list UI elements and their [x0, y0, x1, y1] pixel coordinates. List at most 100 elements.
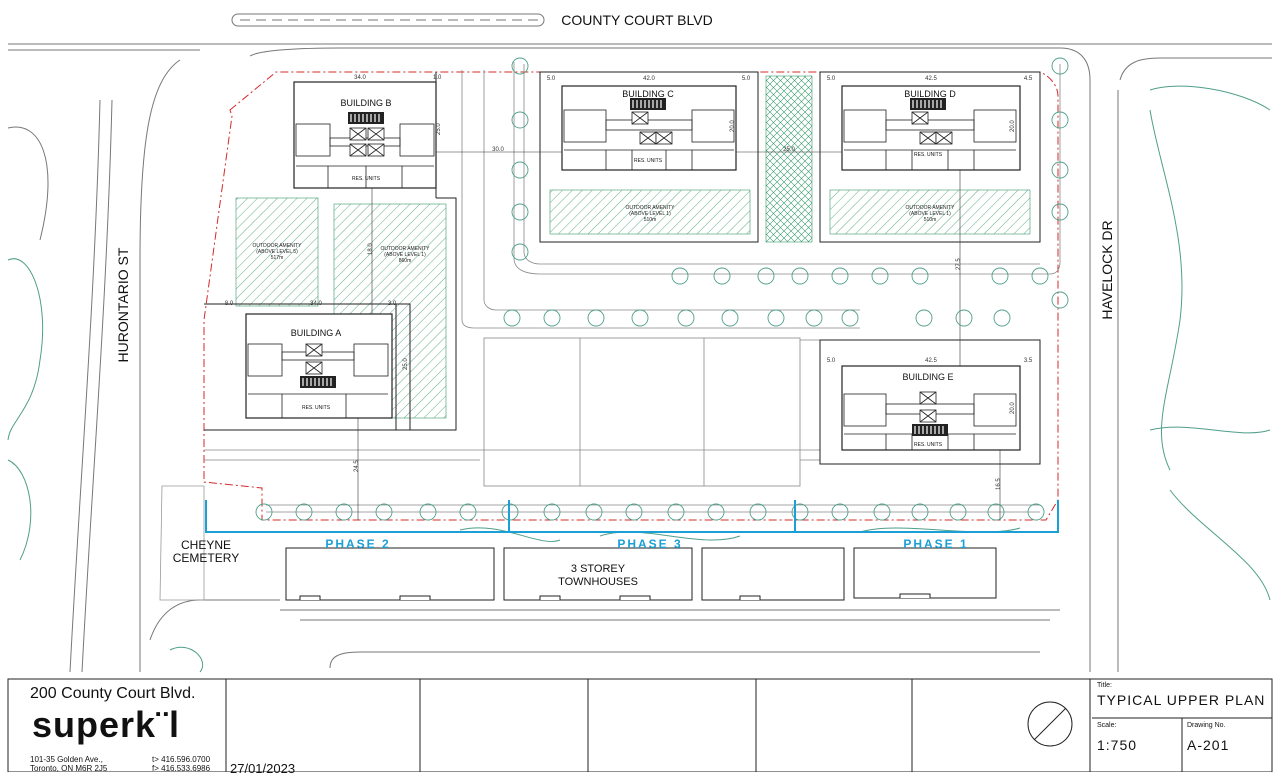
tree: [1051, 203, 1069, 221]
tree: [631, 309, 649, 327]
tree: [991, 267, 1009, 285]
dist-e-south: 16.5: [996, 478, 1002, 490]
street-label-north: COUNTY COURT BLVD: [561, 12, 712, 28]
dim-b-1: 1.0: [433, 75, 442, 81]
building-c: [561, 85, 737, 171]
amenity-2-line1: OUTDOOR AMENITY: [381, 246, 431, 252]
tree: [805, 309, 823, 327]
building-a-units: RES. UNITS: [302, 405, 331, 411]
title-block: [7, 678, 1273, 772]
amenity-1-line2: (ABOVE LEVEL 5): [256, 249, 298, 255]
building-a: [245, 313, 393, 419]
tree: [511, 243, 529, 261]
building-d-units: RES. UNITS: [914, 152, 943, 158]
phase-2-label: PHASE 2: [325, 537, 390, 551]
dist-d-e: 27.5: [956, 258, 962, 270]
dim-b-width: 34.0: [354, 75, 366, 81]
tree: [721, 309, 739, 327]
dist-c-d: 25.0: [783, 147, 795, 153]
tree-row: [255, 57, 1069, 521]
tree: [511, 161, 529, 179]
tree: [713, 267, 731, 285]
tree: [841, 309, 859, 327]
tree: [295, 503, 313, 521]
building-c-label: BUILDING C: [622, 89, 674, 99]
amenity-2-line2: (ABOVE LEVEL 1): [384, 252, 426, 258]
amenity-area-c: [549, 189, 751, 235]
tree: [911, 503, 929, 521]
title-label: Title:: [1097, 682, 1112, 689]
amenity-d-line3: 510m: [924, 217, 937, 223]
amenity-green-strip: [765, 75, 813, 243]
phase-3-label: PHASE 3: [617, 537, 682, 551]
tree: [543, 503, 561, 521]
tree: [949, 503, 967, 521]
amenity-d-line1: OUTDOOR AMENITY: [906, 205, 956, 211]
dim-d-depth: 20.0: [1010, 120, 1016, 132]
firm-fax: f> 416.533.6986: [152, 764, 211, 773]
amenity-c-line1: OUTDOOR AMENITY: [626, 205, 676, 211]
tree: [873, 503, 891, 521]
tree: [625, 503, 643, 521]
tree: [1027, 503, 1045, 521]
tree: [503, 309, 521, 327]
amenity-1-line1: OUTDOOR AMENITY: [253, 243, 303, 249]
dim-b-depth: 25.0: [436, 123, 442, 135]
firm-address-line2: Toronto, ON M6R 2J5: [30, 764, 108, 773]
tree: [915, 309, 933, 327]
dist-b-c: 30.0: [492, 147, 504, 153]
tree: [1051, 111, 1069, 129]
amenity-c-line3: 510m: [644, 217, 657, 223]
tree: [993, 309, 1011, 327]
dist-b-a: 18.0: [368, 243, 374, 255]
townhouse-label-line1: 3 STOREY: [571, 563, 626, 575]
internal-driveways: [204, 62, 1061, 513]
drawing-title: TYPICAL UPPER PLAN: [1097, 692, 1266, 708]
amenity-2-line3: 860m: [399, 258, 412, 264]
dim-a-left: 8.0: [225, 301, 234, 307]
drawing-date: 27/01/2023: [230, 761, 296, 776]
amenity-1-line3: 517m: [271, 255, 284, 261]
tree: [757, 267, 775, 285]
tree: [791, 503, 809, 521]
dist-a-south: 24.5: [354, 460, 360, 472]
building-d: [841, 85, 1021, 171]
tree: [677, 309, 695, 327]
building-b: [293, 81, 437, 189]
tree: [987, 503, 1005, 521]
tree: [1051, 161, 1069, 179]
dim-a-right: 3.0: [388, 301, 397, 307]
tree: [419, 503, 437, 521]
scale-label: Scale:: [1097, 722, 1117, 729]
dim-c-left: 5.0: [547, 76, 556, 82]
drawing-number-label: Drawing No.: [1187, 722, 1226, 729]
dim-d-width: 42.5: [925, 76, 937, 82]
cemetery-label-line1: CHEYNE: [181, 538, 231, 552]
site-boundary: [203, 71, 1059, 521]
townhouse-label-line2: TOWNHOUSES: [558, 576, 638, 588]
amenity-d-line2: (ABOVE LEVEL 1): [909, 211, 951, 217]
building-d-label: BUILDING D: [904, 89, 956, 99]
dim-c-right: 5.0: [742, 76, 751, 82]
building-e-label: BUILDING E: [902, 372, 953, 382]
tree: [255, 503, 273, 521]
tree: [871, 267, 889, 285]
cemetery-outline: [159, 485, 205, 601]
building-b-label: BUILDING B: [340, 98, 391, 108]
building-c-units: RES. UNITS: [634, 158, 663, 164]
dim-c-width: 42.0: [643, 76, 655, 82]
tree: [955, 309, 973, 327]
building-e: [841, 365, 1021, 451]
tree: [767, 309, 785, 327]
dim-d-left: 5.0: [827, 76, 836, 82]
tree: [671, 267, 689, 285]
tree: [749, 503, 767, 521]
firm-phone: t> 416.596.0700: [152, 755, 211, 764]
tree: [375, 503, 393, 521]
project-name: 200 County Court Blvd.: [30, 685, 196, 702]
tree: [335, 503, 353, 521]
tree: [911, 267, 929, 285]
tree: [831, 503, 849, 521]
drawing-scale: 1:750: [1097, 737, 1138, 753]
